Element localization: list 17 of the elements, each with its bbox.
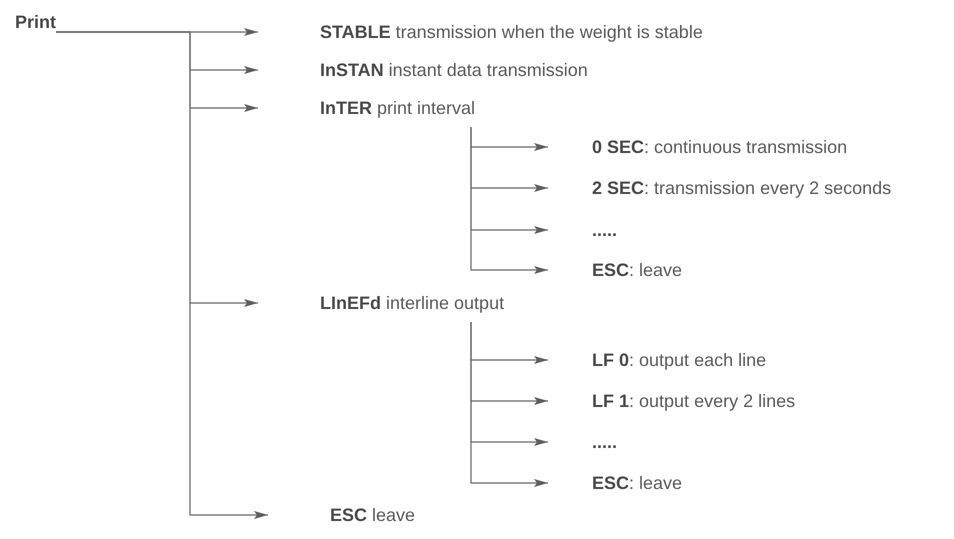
option-text: ESC: leave <box>592 259 682 281</box>
option-text: InTER print interval <box>320 97 476 119</box>
connector-arrow <box>470 322 548 487</box>
option-text: ESC: leave <box>592 472 682 494</box>
option-text: LF 1: output every 2 lines <box>592 390 796 412</box>
menu-title: Print <box>15 11 56 33</box>
option-text: LInEFd interline output <box>320 292 504 314</box>
connector-arrow <box>470 127 548 274</box>
option-text: STABLE transmission when the weight is stable <box>320 21 703 43</box>
option-text: ESC leave <box>330 504 416 526</box>
ellipsis: ..... <box>592 431 618 453</box>
option-text: InSTAN instant data transmission <box>320 59 588 81</box>
ellipsis: ..... <box>592 219 618 241</box>
connector-arrow <box>56 31 268 519</box>
option-text: 2 SEC: transmission every 2 seconds <box>592 177 892 199</box>
option-text: 0 SEC: continuous transmission <box>592 136 848 158</box>
option-text: LF 0: output each line <box>592 349 766 371</box>
